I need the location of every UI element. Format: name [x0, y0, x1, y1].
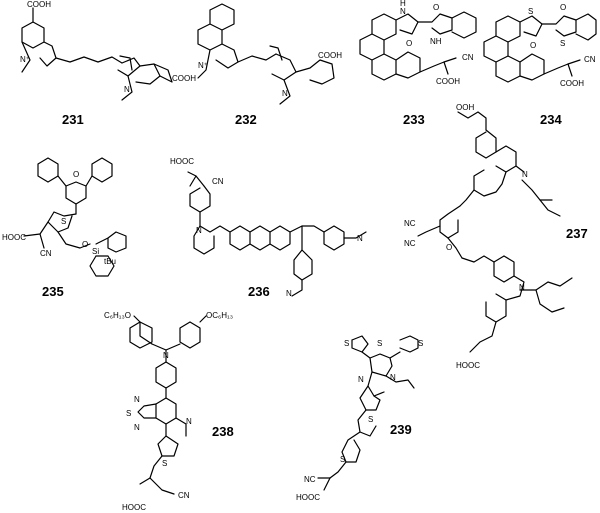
compound-234: S O O S CN COOH 234: [483, 3, 597, 127]
cooh-label: COOH: [436, 77, 460, 86]
nh-label: NH: [430, 37, 442, 46]
hooc-label: HOOC: [456, 361, 480, 370]
compound-238: C₆H₁₃O OC₆H₁₃ N N S N N S HOOC CN 238: [104, 311, 234, 512]
n2-label: N: [358, 375, 364, 384]
cooh-top-label: COOH: [27, 0, 51, 9]
n-pyr-label: N: [186, 417, 192, 426]
n-right-label: N: [357, 234, 363, 243]
n-bottom-label: N: [286, 289, 292, 298]
compound-number-234: 234: [540, 112, 562, 127]
s-left-label: S: [344, 339, 349, 348]
cooh-top-label: OOH: [456, 103, 474, 112]
s-label: S: [61, 217, 66, 226]
cn-label: CN: [584, 55, 596, 64]
cooh-right-label: COOH: [172, 74, 196, 83]
n2-label: N: [134, 423, 140, 432]
n1-label: N: [134, 395, 140, 404]
o-pyran-label: O: [73, 170, 79, 179]
o2-label: O: [406, 39, 412, 48]
compound-233: H N O O NH CN COOH 233: [359, 0, 477, 127]
s2-label: S: [560, 39, 565, 48]
s-thioph-label: S: [162, 459, 167, 468]
n-label: N: [282, 89, 288, 98]
compound-number-232: 232: [235, 112, 257, 127]
h-top-label: H: [400, 0, 406, 8]
o-label: O: [446, 243, 452, 252]
cn-label: CN: [40, 249, 52, 258]
compound-231: COOH N⁺ COOH N 231: [20, 0, 196, 127]
n-core-label: N: [390, 373, 396, 382]
compound-number-239: 239: [390, 422, 412, 437]
cn-label: CN: [462, 53, 474, 62]
s3-label: S: [368, 415, 373, 424]
o2-label: O: [530, 41, 536, 50]
cooh-label: COOH: [560, 79, 584, 88]
compound-number-236: 236: [248, 284, 270, 299]
nc1-label: NC: [404, 219, 416, 228]
oc6-right-label: OC₆H₁₃: [206, 311, 233, 320]
compound-number-233: 233: [403, 112, 425, 127]
hooc-label: HOOC: [296, 493, 320, 502]
cn-label: CN: [178, 491, 190, 500]
compound-232: N⁺ COOH N 232: [197, 3, 342, 127]
n-left-label: N: [196, 226, 202, 235]
o-label: O: [82, 240, 88, 249]
s4-label: S: [340, 455, 345, 464]
hooc-label: HOOC: [122, 503, 146, 512]
si-label: Si: [92, 247, 99, 256]
oc6-left-label: C₆H₁₃O: [104, 311, 131, 320]
o1-label: O: [433, 3, 439, 12]
compound-number-238: 238: [212, 424, 234, 439]
n-amine-label: N: [163, 351, 169, 360]
s-core-label: S: [377, 339, 382, 348]
s-right-label: S: [418, 339, 423, 348]
cn-label: CN: [212, 177, 224, 186]
nplus-label: N⁺: [198, 61, 208, 70]
n-top-label: N: [400, 7, 406, 16]
n-label: N: [124, 85, 130, 94]
n-bottom-label: N: [519, 283, 525, 292]
compound-number-231: 231: [62, 112, 84, 127]
hooc-label: HOOC: [170, 157, 194, 166]
compound-number-235: 235: [42, 284, 64, 299]
compound-235: O S HOOC CN O Si tBu 235: [2, 157, 127, 299]
hooc-label: HOOC: [2, 233, 26, 242]
compound-239: S S S N N S S NC HOOC 239: [296, 335, 423, 502]
tbu-label: tBu: [104, 257, 116, 266]
cooh-label: COOH: [318, 51, 342, 60]
compound-number-237: 237: [566, 226, 588, 241]
n-top-label: N: [522, 170, 528, 179]
nc-label: NC: [304, 475, 316, 484]
o1-label: O: [560, 3, 566, 12]
s-label: S: [126, 409, 131, 418]
nc2-label: NC: [404, 239, 416, 248]
compound-237: OOH N NC NC O N HOOC 237: [404, 103, 588, 370]
nplus-label: N⁺: [20, 55, 30, 64]
compound-236: HOOC CN N N N 236: [170, 157, 367, 299]
s1-label: S: [528, 7, 533, 16]
